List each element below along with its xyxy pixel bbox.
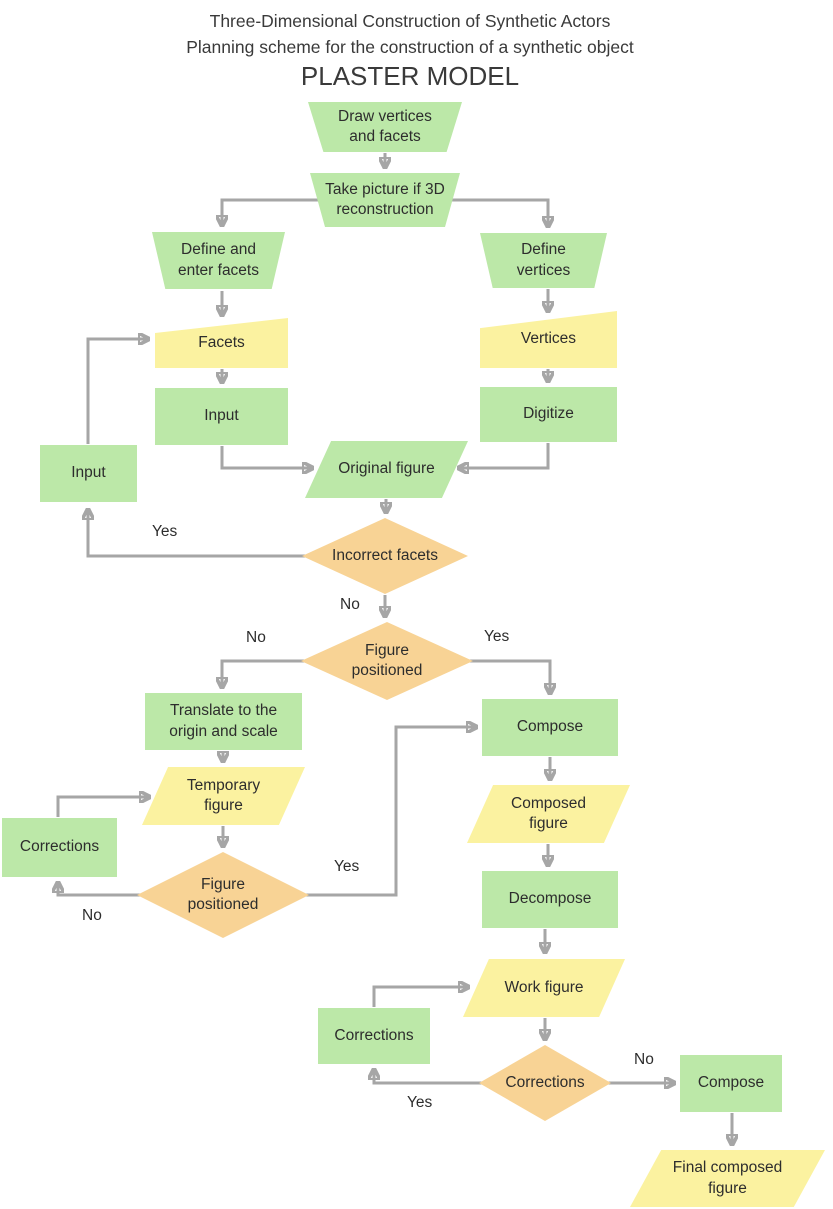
node-label: Work figure [504, 978, 584, 996]
node-label: Composed figure [511, 794, 586, 832]
node-take-picture: Take picture if 3D reconstruction [310, 173, 460, 227]
edge-cdec-yes-to-corrections2 [374, 1069, 486, 1085]
node-label: Figure positioned [187, 875, 259, 913]
node-label: Compose [697, 1074, 765, 1092]
node-input-left: Input [40, 445, 137, 502]
edge-inputleft-to-facets [86, 339, 149, 444]
edge-label-incorrect-no: No [340, 596, 360, 613]
edge-takepicture-to-definefacets [222, 198, 330, 226]
node-define-enter-facets: Define and enter facets [152, 232, 285, 289]
node-compose-1: Compose [482, 699, 618, 756]
title-line-2: Planning scheme for the construction of … [186, 37, 634, 57]
node-corrections-2: Corrections [318, 1008, 430, 1064]
node-label: Input [71, 464, 106, 482]
node-label: Figure positioned [351, 641, 423, 679]
node-label: Take picture if 3D reconstruction [325, 180, 445, 218]
edge-corrections2-to-work [372, 987, 469, 1007]
edge-corrections1-to-temporary [56, 797, 150, 817]
edge-label-cdec-yes: Yes [407, 1094, 433, 1111]
edge-label-fp2-no: No [82, 907, 102, 924]
node-label: Define vertices [516, 241, 571, 279]
node-decompose: Decompose [482, 871, 618, 928]
edge-label-fp2-yes: Yes [334, 858, 360, 875]
edge-fp2-yes-to-compose1 [300, 727, 477, 897]
title-line-1: Three-Dimensional Construction of Synthe… [209, 11, 611, 31]
node-compose-2: Compose [680, 1055, 782, 1112]
node-final-figure: Final composed figure [630, 1150, 825, 1207]
edge-incorrectfacets-yes-to-inputleft [88, 509, 308, 558]
node-original-figure: Original figure [305, 441, 468, 498]
node-label: Define and enter facets [178, 241, 259, 279]
node-label: Corrections [505, 1073, 585, 1091]
node-digitize: Digitize [480, 387, 617, 442]
edge-label-fp1-yes: Yes [484, 628, 510, 645]
node-label: Final composed figure [672, 1159, 783, 1197]
node-label: Corrections [334, 1026, 414, 1044]
node-temporary-figure: Temporary figure [142, 767, 305, 825]
node-label: Original figure [338, 460, 435, 478]
edge-digitize-to-original [458, 443, 550, 468]
edge-label-cdec-no: No [634, 1051, 654, 1068]
edge-fp1-yes-to-compose1 [466, 659, 550, 694]
node-label: Corrections [19, 838, 100, 856]
node-input-mid: Input [155, 388, 288, 445]
node-work-figure: Work figure [463, 959, 625, 1017]
edge-fp1-no-to-translate [222, 659, 308, 688]
node-label: Input [204, 407, 239, 425]
node-label: Incorrect facets [332, 546, 438, 564]
node-composed-figure: Composed figure [467, 785, 630, 843]
node-draw-vertices: Draw vertices and facets [308, 102, 462, 152]
edge-label-incorrect-yes: Yes [152, 523, 178, 540]
node-translate-origin: Translate to the origin and scale [145, 693, 302, 750]
page-title: PLASTER MODEL [300, 61, 520, 91]
node-label: Vertices [520, 330, 577, 348]
node-label: Draw vertices and facets [338, 107, 432, 145]
node-define-vertices: Define vertices [480, 233, 607, 288]
title-block: Three-Dimensional Construction of Synthe… [0, 8, 820, 91]
edge-input-to-original [220, 446, 313, 468]
node-label: Temporary figure [186, 776, 261, 814]
node-corrections-1: Corrections [2, 818, 117, 877]
edge-label-fp1-no: No [246, 629, 266, 646]
node-label: Decompose [508, 890, 592, 908]
node-label: Compose [516, 718, 584, 736]
node-label: Digitize [523, 405, 574, 423]
edge-fp2-no-to-corrections1 [58, 882, 150, 897]
edge-takepicture-to-definevertices [440, 198, 548, 227]
node-label: Translate to the origin and scale [169, 702, 278, 740]
node-label: Facets [198, 333, 245, 351]
